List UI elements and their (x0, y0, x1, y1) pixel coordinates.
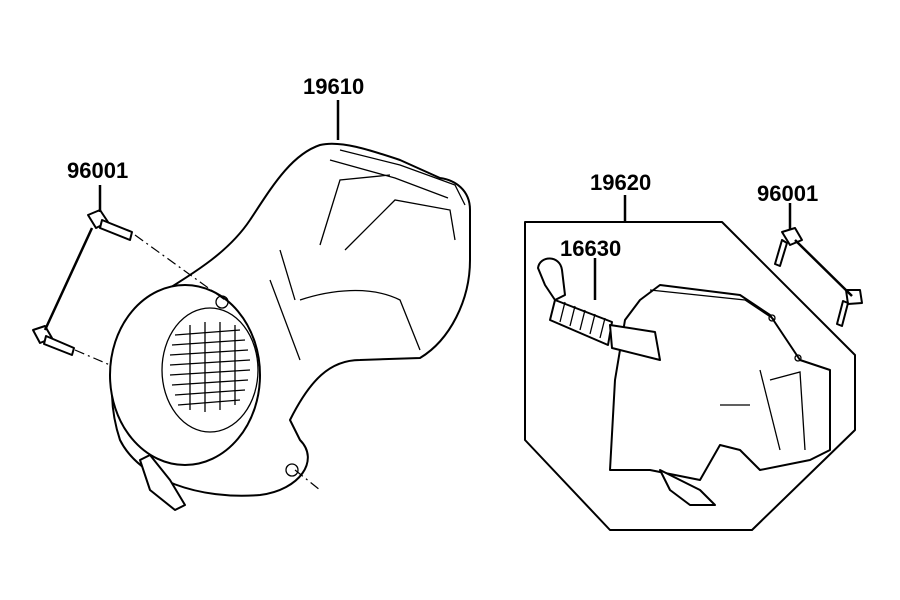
part-number-96001-left: 96001 (67, 158, 129, 183)
part-number-19610: 19610 (303, 74, 365, 99)
bolt-lower-left (32, 325, 75, 356)
alignment-line (74, 349, 111, 366)
part-number-16630: 16630 (560, 236, 622, 261)
bolt-link-line (794, 239, 853, 297)
hose-part (537, 257, 661, 361)
part-number-19620: 19620 (590, 170, 652, 195)
bolt-upper-left (87, 209, 133, 241)
bolt-link-line (43, 227, 94, 331)
alignment-line (134, 234, 226, 301)
fan-cover-part (109, 142, 471, 511)
alignment-line (294, 469, 321, 491)
bolt-lower-right (836, 289, 863, 327)
assembly-frame (524, 221, 856, 531)
grille-slots (169, 322, 251, 412)
cover-part (609, 284, 831, 506)
bolt-upper-right (774, 227, 803, 267)
part-number-96001-right: 96001 (757, 181, 819, 206)
